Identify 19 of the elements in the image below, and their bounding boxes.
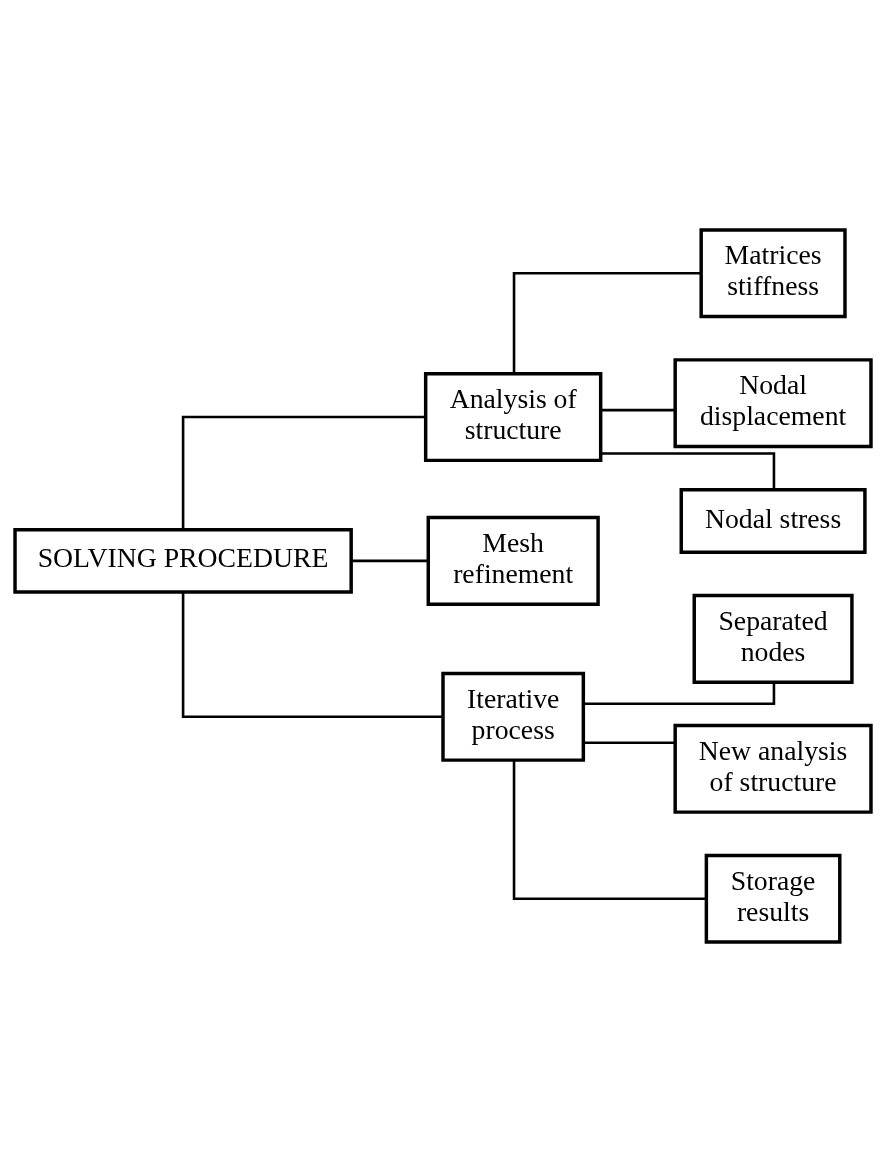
node-box: Storage results <box>704 853 842 944</box>
node-box: Analysis of structure <box>423 372 603 463</box>
node-box: Separated nodes <box>692 593 854 684</box>
node-box: New analysis of structure <box>673 723 873 814</box>
connector <box>512 760 706 901</box>
connector <box>583 741 675 745</box>
node-box: Nodal stress <box>679 488 867 554</box>
node-box: Mesh refinement <box>426 515 600 606</box>
connector <box>181 592 443 719</box>
connector <box>600 452 776 490</box>
node-box: Nodal displacement <box>673 358 873 449</box>
connector <box>583 682 776 706</box>
node-box: SOLVING PROCEDURE <box>13 527 353 594</box>
connector <box>351 559 428 563</box>
connector <box>512 271 701 374</box>
node-box: Matrices stiffness <box>699 228 847 319</box>
connector <box>601 408 675 412</box>
connector <box>181 415 426 530</box>
node-box: Iterative process <box>441 671 586 762</box>
